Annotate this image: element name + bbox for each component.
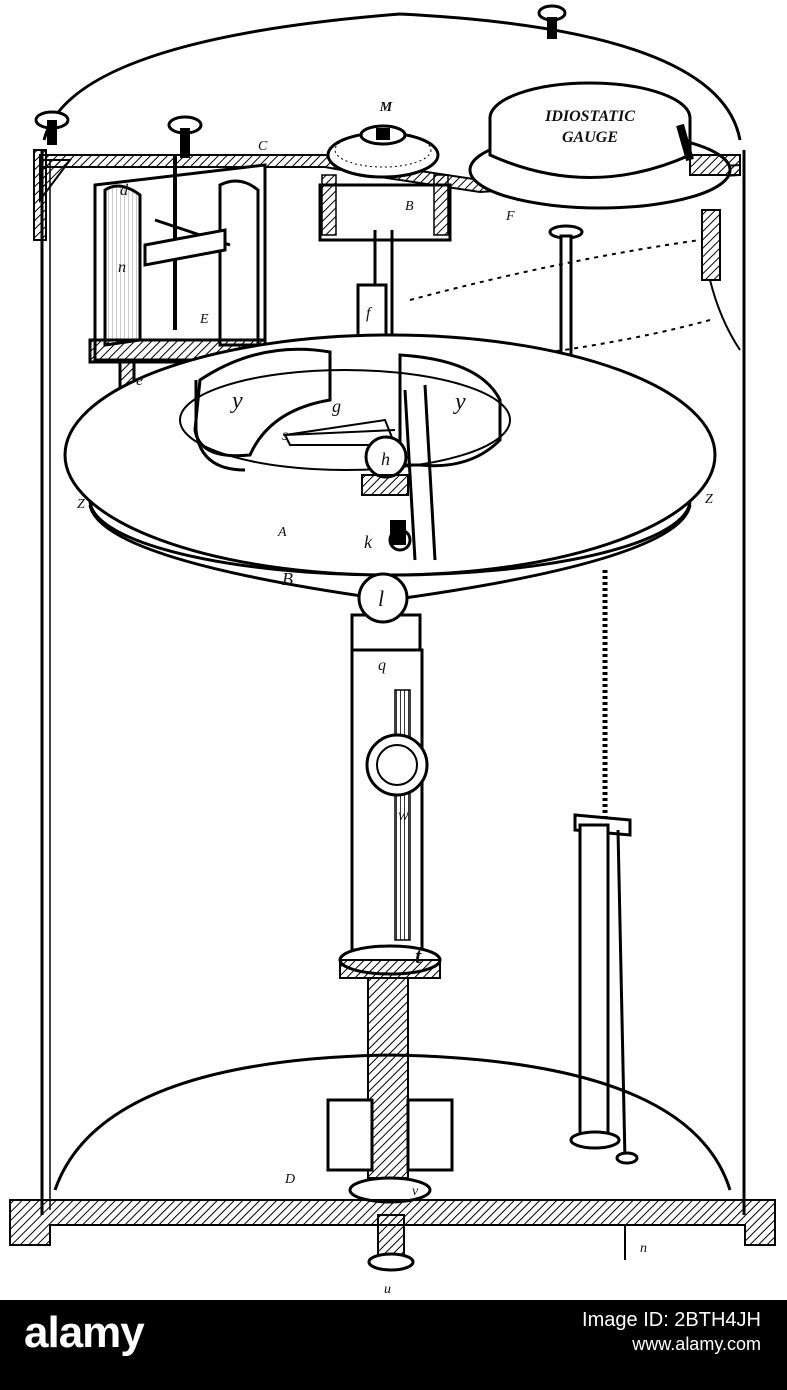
site-url[interactable]: www.alamy.com (632, 1334, 761, 1354)
label-d: d (120, 182, 129, 199)
label-q: q (378, 657, 386, 674)
label-f: f (366, 305, 373, 322)
label-g: g (332, 396, 341, 416)
label-B-bottom: B (282, 569, 293, 589)
label-Z-left: Z (77, 497, 85, 512)
glass-cylinder (40, 12, 746, 1215)
micrometer-head (318, 124, 452, 242)
needle-assembly (283, 384, 437, 561)
screw-mechanism (326, 944, 454, 1272)
chain-and-pump (569, 570, 639, 1165)
label-v: v (412, 1184, 419, 1199)
label-l: l (378, 586, 384, 611)
label-C: C (258, 139, 268, 154)
label-D: D (284, 1172, 295, 1187)
gauge-title-line2: GAUGE (562, 129, 618, 146)
quadrant-cylinders (179, 347, 511, 472)
label-E: E (199, 312, 209, 327)
label-F: F (505, 209, 515, 224)
image-id-block: Image ID: 2BTH4JH www.alamy.com (582, 1308, 761, 1356)
dotted-wire (409, 239, 711, 366)
label-Z-right: Z (705, 492, 713, 507)
label-t: t (415, 943, 422, 968)
label-e: e (136, 372, 143, 389)
part-labels: M C B F d n E e f y y g s h Z Z A k B l … (77, 100, 713, 1297)
image-id-label: Image ID: 2BTH4JH (582, 1309, 761, 1331)
label-u: u (384, 1282, 391, 1297)
brand-logo[interactable]: alamy (24, 1308, 145, 1357)
label-n-bottom: n (640, 1241, 647, 1256)
label-h: h (381, 449, 390, 469)
label-A: A (277, 525, 287, 540)
electrometer-diagram: IDIOSTATIC GAUGE (9, 4, 776, 1297)
label-w: w (398, 807, 409, 824)
base (9, 1053, 776, 1260)
idiostatic-gauge: IDIOSTATIC GAUGE (468, 81, 741, 351)
label-k: k (364, 532, 373, 552)
label-n: n (118, 259, 126, 276)
gauge-title-line1: IDIOSTATIC (544, 108, 635, 125)
label-M: M (379, 100, 393, 115)
label-y-right: y (453, 389, 466, 415)
stock-footer: alamy Image ID: 2BTH4JH www.alamy.com (0, 1300, 787, 1390)
label-y-left: y (230, 388, 243, 414)
label-B-top: B (405, 199, 414, 214)
vertical-tube (350, 520, 429, 952)
illustration-area: IDIOSTATIC GAUGE (9, 4, 776, 1297)
label-s: s (282, 427, 288, 444)
